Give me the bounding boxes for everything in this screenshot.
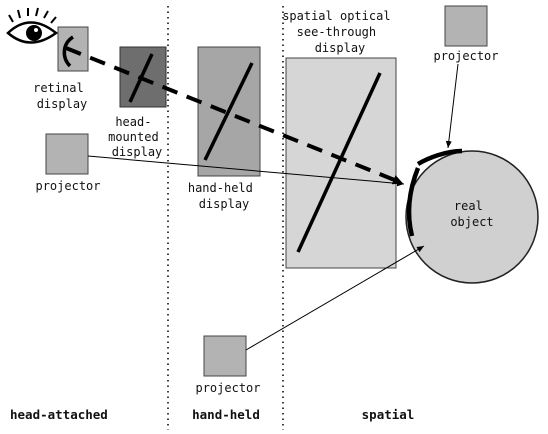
real-object-display-arc <box>406 167 421 237</box>
projector-spatial-label: projector <box>433 49 498 63</box>
retinal-display-label: retinal display <box>33 81 91 111</box>
projector-hand-held-ray <box>245 245 425 351</box>
projector-head-attached <box>45 133 89 175</box>
category-hand-held: hand-held <box>192 407 260 422</box>
spatial-optical-display-label-line-1: spatial optical <box>282 9 390 23</box>
head-mounted-display-label-line-3: display <box>112 145 163 159</box>
real-object <box>405 150 539 284</box>
hand-held-display-label-line-2: display <box>199 197 250 211</box>
projector-head-ray <box>87 155 405 187</box>
hmd-display-plane <box>128 53 154 103</box>
real-object-projection-arc <box>416 148 463 166</box>
real-object-label: real object <box>450 199 493 229</box>
head-mounted-display-label: head- mounted display <box>108 115 166 159</box>
viewing-ray <box>65 46 403 185</box>
projector-spatial-ray <box>445 63 459 149</box>
retinal-display-arc <box>62 35 75 68</box>
projector-hand-held-label: projector <box>195 381 260 395</box>
projector-hand-held <box>203 335 247 377</box>
category-spatial: spatial <box>362 407 415 422</box>
spatial-optical-display-label: spatial optical see-through display <box>282 9 398 55</box>
spatial-display-plane <box>296 72 382 253</box>
handheld-display-plane <box>203 62 254 161</box>
retinal-display-label-line-2: display <box>37 97 88 111</box>
eye-icon <box>6 7 59 44</box>
hand-held-display-label-line-1: hand-held <box>188 181 253 195</box>
projector-head-label: projector <box>35 179 100 193</box>
head-mounted-display-label-line-1: head- <box>115 115 151 129</box>
spatial-optical-display-label-line-3: display <box>315 41 366 55</box>
real-object-label-line-1: real <box>454 199 483 213</box>
projector-spatial <box>444 5 488 47</box>
spatial-optical-display-label-line-2: see-through <box>297 25 376 39</box>
head-mounted-display-label-line-2: mounted <box>108 130 159 144</box>
retinal-display-label-line-1: retinal <box>33 81 84 95</box>
spatial-optical-display <box>285 57 397 269</box>
category-head-attached: head-attached <box>10 407 108 422</box>
real-object-label-line-2: object <box>450 215 493 229</box>
hand-held-display-label: hand-held display <box>188 181 260 211</box>
